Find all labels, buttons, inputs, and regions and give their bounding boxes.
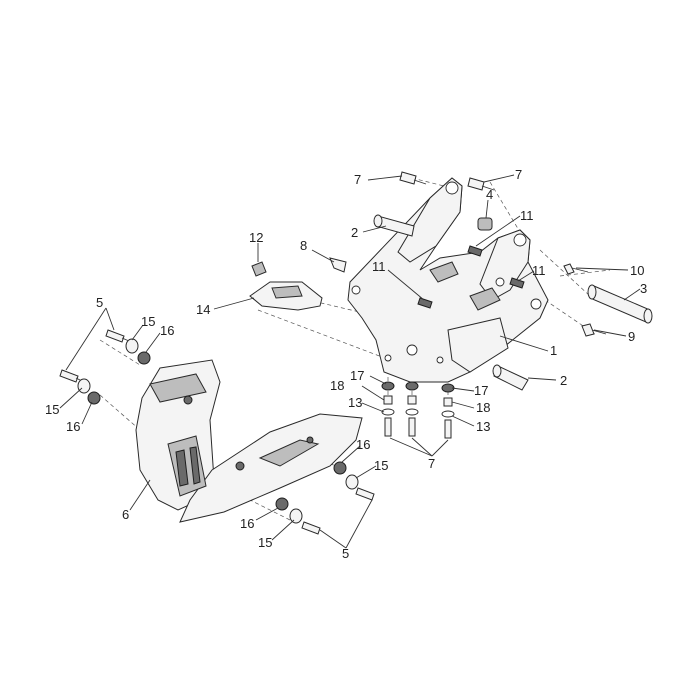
callout-16: 16 — [160, 323, 174, 338]
callout-3: 3 — [640, 281, 647, 296]
callout-10: 10 — [630, 263, 644, 278]
callout-13: 13 — [476, 419, 490, 434]
callout-7: 7 — [515, 167, 522, 182]
callout-8: 8 — [300, 238, 307, 253]
mounting-plate-part — [249, 281, 323, 311]
callout-16: 16 — [356, 437, 370, 452]
callout-1: 1 — [550, 343, 557, 358]
callout-15: 15 — [141, 314, 155, 329]
callout-5: 5 — [96, 295, 103, 310]
bolt-part-11-a — [467, 245, 483, 257]
fastener-set-upper-left — [59, 369, 101, 405]
callout-11: 11 — [532, 263, 546, 278]
callout-15: 15 — [45, 402, 59, 417]
bolt-part-10 — [563, 263, 589, 275]
callout-7: 7 — [428, 456, 435, 471]
bolt-part-11-c — [509, 277, 525, 289]
spacer-part-2-upper — [373, 214, 415, 237]
main-bracket-part — [347, 177, 549, 383]
callout-18: 18 — [330, 378, 344, 393]
callout-13: 13 — [348, 395, 362, 410]
callout-17: 17 — [350, 368, 364, 383]
bolt-part-9 — [581, 323, 607, 337]
bolt-part-7-top-right — [467, 177, 495, 191]
lower-fastener-stack-mid — [405, 381, 419, 437]
lower-fastener-stack-right — [441, 383, 455, 439]
callout-11: 11 — [372, 259, 386, 274]
callout-16: 16 — [240, 516, 254, 531]
fastener-set-lower-left — [275, 497, 321, 535]
spacer-part-2-lower — [492, 364, 529, 391]
callout-6: 6 — [122, 507, 129, 522]
callout-2: 2 — [351, 225, 358, 240]
callout-7: 7 — [354, 172, 361, 187]
fastener-set-lower-right — [333, 461, 375, 501]
callout-16: 16 — [66, 419, 80, 434]
callout-17: 17 — [474, 383, 488, 398]
callout-leader-lines — [59, 174, 641, 549]
callout-2: 2 — [560, 373, 567, 388]
clip-part-8 — [329, 257, 347, 273]
callout-12: 12 — [249, 230, 263, 245]
callout-15: 15 — [258, 535, 272, 550]
callout-4: 4 — [486, 187, 493, 202]
lower-fastener-stack-left — [381, 381, 395, 437]
bushing-part-4 — [477, 217, 493, 231]
callout-14: 14 — [196, 302, 210, 317]
fastener-set-upper-right — [105, 329, 151, 365]
callout-15: 15 — [374, 458, 388, 473]
callout-11: 11 — [520, 208, 534, 223]
bolt-part-11-b — [417, 297, 433, 309]
bolt-part-7-top-left — [399, 171, 427, 185]
callout-5: 5 — [342, 546, 349, 561]
callout-18: 18 — [476, 400, 490, 415]
nut-part-12 — [251, 261, 267, 277]
callout-9: 9 — [628, 329, 635, 344]
spacer-part-3 — [587, 284, 653, 324]
callout-labels: 7 7 4 2 11 12 8 11 11 10 3 14 9 5 15 16 … — [45, 167, 647, 561]
skid-plate-part-6 — [135, 359, 363, 523]
